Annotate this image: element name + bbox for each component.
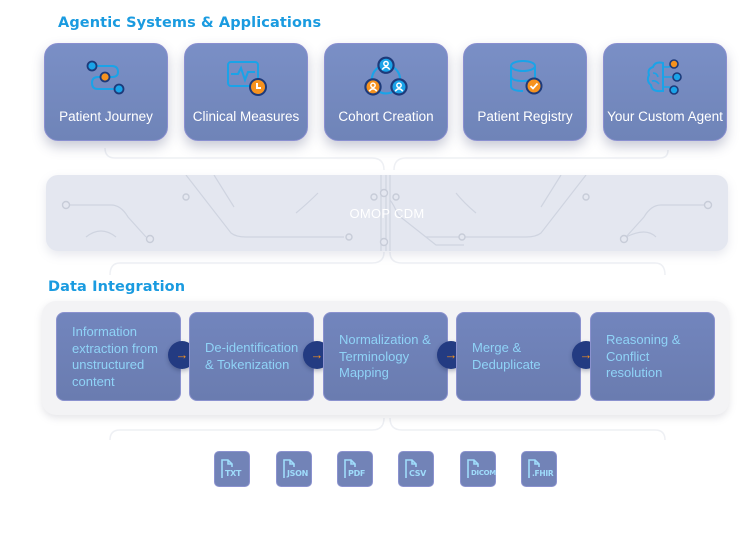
monitor-clock-icon <box>227 61 267 96</box>
omop-cdm-layer: OMOP CDM <box>46 175 728 251</box>
data-integration-title: Data Integration <box>48 279 186 295</box>
agent-label: Patient Registry <box>477 109 573 124</box>
file-fhir-icon: .FHIR <box>521 451 557 487</box>
agent-label: Clinical Measures <box>192 109 300 124</box>
agent-label: Patient Journey <box>59 109 153 124</box>
step-label: Merge & Deduplicate <box>472 340 541 372</box>
omop-cdm-label: OMOP CDM <box>349 206 425 221</box>
pipeline-step-deidentification[interactable]: De-identification & Tokenization <box>189 312 314 401</box>
file-csv-icon: CSV <box>398 451 434 487</box>
pipeline-step-normalization[interactable]: Normalization & Terminology Mapping <box>323 312 448 401</box>
file-dicom-icon: DICOM <box>460 451 496 487</box>
agent-card-patient-registry[interactable]: Patient Registry <box>463 43 587 141</box>
agent-card-cohort-creation[interactable]: Cohort Creation <box>324 43 448 141</box>
brain-network-icon <box>646 59 682 95</box>
step-label: Normalization & Terminology Mapping <box>339 332 431 380</box>
step-label: Information extraction from unstructured… <box>72 324 158 389</box>
user-group-cycle-icon <box>364 56 408 96</box>
agent-label: Your Custom Agent <box>607 109 723 124</box>
pipeline-step-extraction[interactable]: Information extraction from unstructured… <box>56 312 181 401</box>
circuit-pattern <box>61 175 713 251</box>
step-label: Reasoning & Conflict resolution <box>606 332 681 380</box>
pipeline-step-merge[interactable]: Merge & Deduplicate <box>456 312 581 401</box>
agent-card-clinical-measures[interactable]: Clinical Measures <box>184 43 308 141</box>
agent-card-patient-journey[interactable]: Patient Journey <box>44 43 168 141</box>
file-pdf-icon: PDF <box>337 451 373 487</box>
agent-label: Cohort Creation <box>338 109 434 124</box>
file-json-icon: JSON <box>276 451 312 487</box>
pipeline-step-reasoning[interactable]: Reasoning & Conflict resolution <box>590 312 715 401</box>
step-label: De-identification & Tokenization <box>205 340 299 372</box>
agent-card-custom-agent[interactable]: Your Custom Agent <box>603 43 727 141</box>
journey-path-icon <box>86 60 125 95</box>
file-txt-icon: TXT <box>214 451 250 487</box>
database-check-icon <box>510 60 543 95</box>
agentic-systems-title: Agentic Systems & Applications <box>58 15 322 31</box>
